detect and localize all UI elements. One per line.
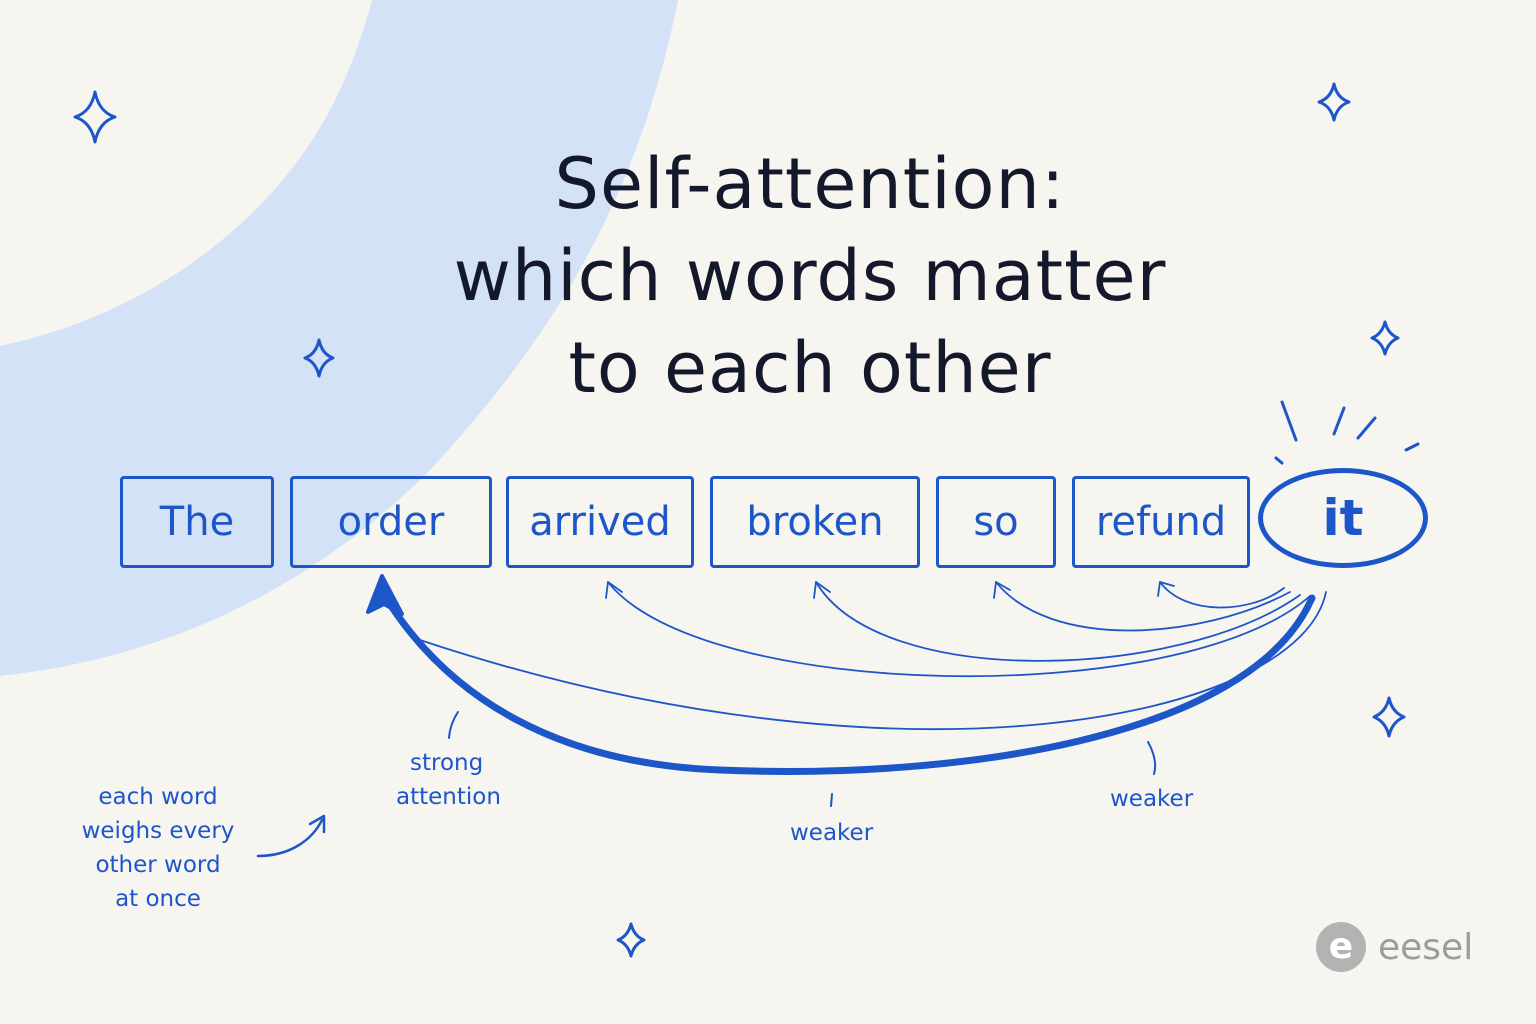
emphasis-ray [1280,400,1298,442]
attention-arc-refund [1159,581,1285,609]
token-order: order [290,476,492,568]
token-it: it [1258,468,1428,568]
label-strong-attention: strong attention [396,750,501,810]
tick-mark [830,793,833,807]
sparkle-icon [616,922,646,958]
tick-mark [448,711,459,739]
emphasis-ray [1404,442,1420,452]
eesel-logo-icon: e [1316,922,1366,972]
label-weaker-right: weaker [1110,786,1194,812]
title-line-2: which words matter [453,235,1167,317]
title-line-1: Self-attention: [554,143,1066,225]
token-the: The [120,476,274,568]
arrowhead-broken [813,581,831,599]
side-note-arrow [256,818,324,858]
title-line-3: to each other [568,327,1052,409]
token-refund: refund [1072,476,1250,568]
strong-arrowhead [366,574,404,616]
sparkle-icon [303,338,335,378]
background-blob [0,0,678,676]
tick-mark [1147,741,1157,775]
emphasis-ray [1356,416,1377,440]
attention-arc-arrived [607,581,1311,678]
sparkle-icon [1370,320,1400,356]
page-title: Self-attention: which words matter to ea… [330,138,1290,414]
attention-arc-broken [815,581,1301,662]
attention-arc-so [995,581,1291,632]
token-broken: broken [710,476,920,568]
sparkle-icon [73,90,117,144]
token-so: so [936,476,1056,568]
emphasis-ray [1274,456,1284,465]
arrowhead-so [993,581,1011,599]
eesel-logo: e eesel [1316,922,1473,972]
attention-arc-long [419,591,1327,730]
strong-attention-arc [382,594,1316,775]
token-arrived: arrived [506,476,694,568]
label-weaker-middle: weaker [790,820,874,846]
arrowhead-refund [1157,581,1175,597]
emphasis-ray [1332,406,1346,436]
sparkle-icon [1372,696,1406,738]
arrowhead-arrived [605,581,623,599]
side-note-arrowhead [308,814,326,834]
eesel-logo-text: eesel [1378,926,1474,968]
sparkle-icon [1317,82,1351,122]
side-note: each word weighs every other word at onc… [81,784,235,912]
